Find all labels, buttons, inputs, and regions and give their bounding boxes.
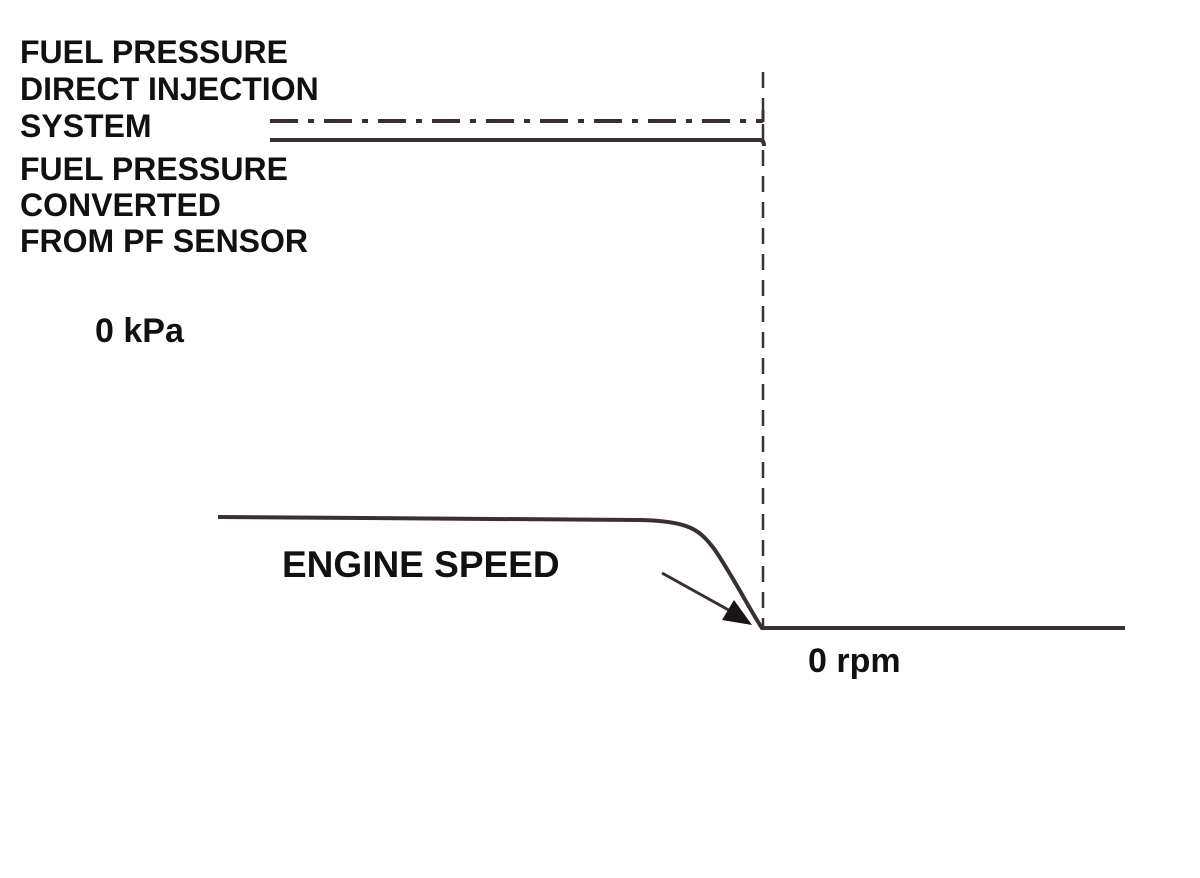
pf-sensor-label-line-3: FROM PF SENSOR <box>20 223 308 259</box>
engine-speed-label: ENGINE SPEED <box>282 544 560 585</box>
zero-rpm-label: 0 rpm <box>808 642 901 680</box>
pf-sensor-label-line-1: FUEL PRESSURE <box>20 151 288 187</box>
pf-sensor-pressure-line <box>270 138 766 147</box>
direct-injection-label-line-3: SYSTEM <box>20 108 152 144</box>
pf-sensor-pressure-label: FUEL PRESSURE CONVERTED FROM PF SENSOR <box>20 151 308 259</box>
pf-sensor-label-line-2: CONVERTED <box>20 187 221 223</box>
direct-injection-label-line-1: FUEL PRESSURE <box>20 34 288 70</box>
direct-injection-label-line-2: DIRECT INJECTION <box>20 71 319 107</box>
direct-injection-pressure-label: FUEL PRESSURE DIRECT INJECTION SYSTEM <box>20 34 319 144</box>
engine-speed-pointer-arrow <box>661 571 752 625</box>
zero-pressure-label: 0 kPa <box>95 312 185 350</box>
engine-speed-curve <box>217 515 1125 630</box>
